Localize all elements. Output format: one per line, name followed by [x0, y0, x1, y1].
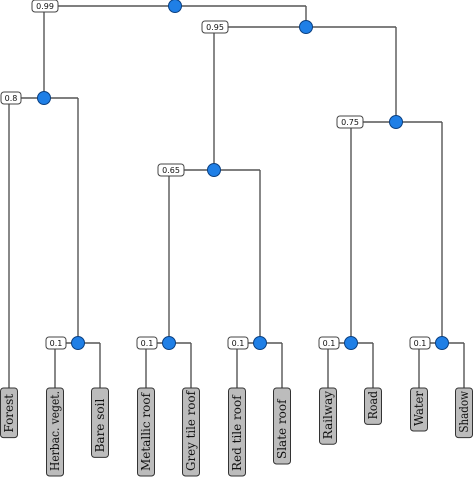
leaf-box: [228, 387, 246, 477]
leaf-label: Herbac. veget.: [48, 391, 62, 471]
leaf-box: [182, 387, 200, 477]
merge-value: 0.1: [323, 339, 336, 348]
leaf-box: [137, 387, 155, 477]
merge-value-box: [409, 336, 431, 350]
leaf-label: Grey tile roof: [184, 389, 198, 471]
merge-node: [344, 336, 358, 350]
merge-value-box: [136, 336, 158, 350]
merge-node: [389, 115, 403, 129]
merge-node: [71, 336, 85, 350]
leaf-box: [319, 387, 337, 445]
leaf-box: [455, 387, 473, 439]
leaf-box: [273, 387, 291, 465]
leaf-box: [91, 387, 109, 458]
merge-node: [253, 336, 267, 350]
leaf-box: [0, 387, 18, 439]
merge-node: [207, 163, 221, 177]
leaf-box: [46, 387, 64, 477]
leaf-labels: Forest Herbac. veget. Bare soil Metallic ro…: [0, 387, 473, 477]
merge-node: [37, 91, 51, 105]
merge-value: 0.75: [341, 118, 359, 127]
leaf-label: Water: [412, 391, 426, 426]
merge-value: 0.95: [206, 23, 224, 32]
leaf-label: Road: [366, 391, 380, 420]
merge-value: 0.1: [414, 339, 427, 348]
leaf-box: [410, 387, 428, 432]
leaf-label: Railway: [321, 391, 335, 439]
merge-node: [299, 20, 313, 34]
leaf-label: Bare soil: [93, 399, 107, 453]
merge-value-box: [31, 0, 59, 13]
merge-value: 0.1: [232, 339, 245, 348]
merge-value-labels: 0.1 0.1 0.1 0.1 0.1 0.8 0.65 0.75 0.95 0.99: [0, 0, 431, 350]
merge-node: [435, 336, 449, 350]
leaf-label: Red tile roof: [230, 394, 244, 471]
merge-value-box: [0, 91, 22, 105]
merge-value-box: [201, 20, 229, 34]
leaf-label: Slate roof: [275, 398, 289, 459]
merge-value-box: [336, 115, 364, 129]
merge-node: [168, 0, 182, 13]
leaf-label: Metallic roof: [139, 391, 153, 471]
merge-value-box: [318, 336, 340, 350]
merge-value: 0.8: [5, 94, 18, 103]
leaf-box: [364, 387, 382, 425]
leaf-label: Forest: [2, 394, 16, 433]
merge-node: [162, 336, 176, 350]
merge-value: 0.99: [36, 2, 54, 11]
merge-value: 0.65: [162, 166, 180, 175]
merge-value-box: [157, 163, 185, 177]
merge-nodes: [37, 0, 449, 350]
merge-value-box: [227, 336, 249, 350]
dendrogram-edges: [8, 5, 465, 388]
leaf-label: Shadow: [457, 390, 471, 432]
merge-value-box: [45, 336, 67, 350]
merge-value: 0.1: [50, 339, 63, 348]
merge-value: 0.1: [141, 339, 154, 348]
